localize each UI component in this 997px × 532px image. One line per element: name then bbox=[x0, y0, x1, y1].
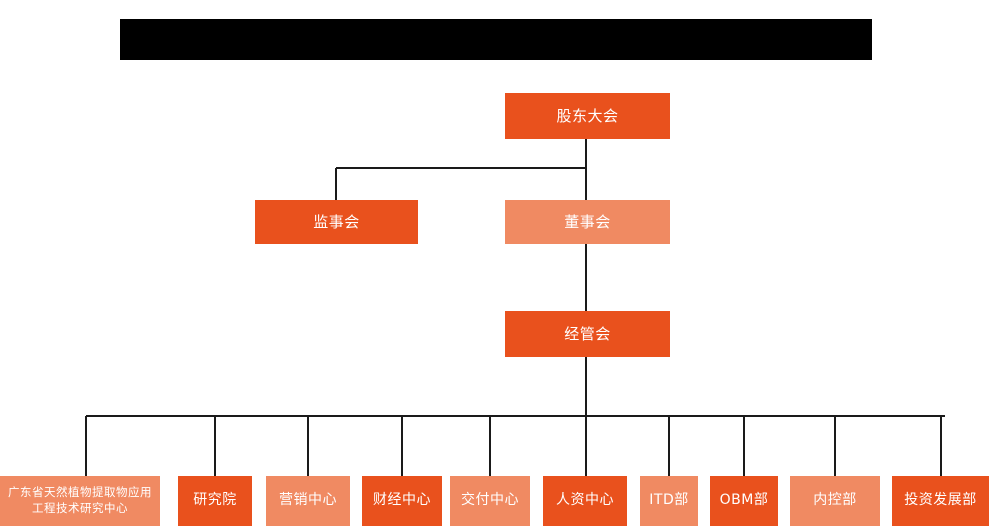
node-label-guangdong-research-center: 广东省天然植物提取物应用工程技术研究中心 bbox=[8, 485, 152, 515]
node-label-internal-control-department: 内控部 bbox=[813, 492, 857, 509]
node-label-delivery-center: 交付中心 bbox=[461, 492, 519, 509]
node-label-investment-development-department: 投资发展部 bbox=[904, 492, 977, 509]
node-research-institute[interactable]: 研究院 bbox=[178, 476, 252, 526]
node-marketing-center[interactable]: 营销中心 bbox=[266, 476, 350, 526]
node-label-finance-center: 财经中心 bbox=[373, 492, 431, 509]
node-obm-department[interactable]: OBM部 bbox=[710, 476, 778, 526]
node-label-hr-center: 人资中心 bbox=[556, 492, 614, 509]
node-delivery-center[interactable]: 交付中心 bbox=[450, 476, 530, 526]
node-management-committee[interactable]: 经管会 bbox=[505, 311, 670, 357]
node-label-board-of-supervisors: 监事会 bbox=[313, 212, 360, 231]
node-guangdong-research-center[interactable]: 广东省天然植物提取物应用工程技术研究中心 bbox=[0, 476, 160, 526]
node-investment-development-department[interactable]: 投资发展部 bbox=[892, 476, 989, 526]
node-board-of-directors[interactable]: 董事会 bbox=[505, 200, 670, 244]
node-label-board-of-directors: 董事会 bbox=[564, 212, 611, 231]
node-label-management-committee: 经管会 bbox=[564, 324, 611, 343]
redacted-title-bar bbox=[120, 19, 872, 60]
node-label-shareholders-meeting: 股东大会 bbox=[556, 106, 619, 125]
node-label-itd-department: ITD部 bbox=[649, 492, 689, 509]
node-finance-center[interactable]: 财经中心 bbox=[362, 476, 442, 526]
node-label-obm-department: OBM部 bbox=[719, 492, 769, 509]
node-label-research-institute: 研究院 bbox=[193, 492, 237, 509]
node-shareholders-meeting[interactable]: 股东大会 bbox=[505, 93, 670, 139]
node-board-of-supervisors[interactable]: 监事会 bbox=[255, 200, 418, 244]
node-internal-control-department[interactable]: 内控部 bbox=[790, 476, 880, 526]
node-hr-center[interactable]: 人资中心 bbox=[543, 476, 627, 526]
node-itd-department[interactable]: ITD部 bbox=[640, 476, 698, 526]
node-label-marketing-center: 营销中心 bbox=[279, 492, 337, 509]
